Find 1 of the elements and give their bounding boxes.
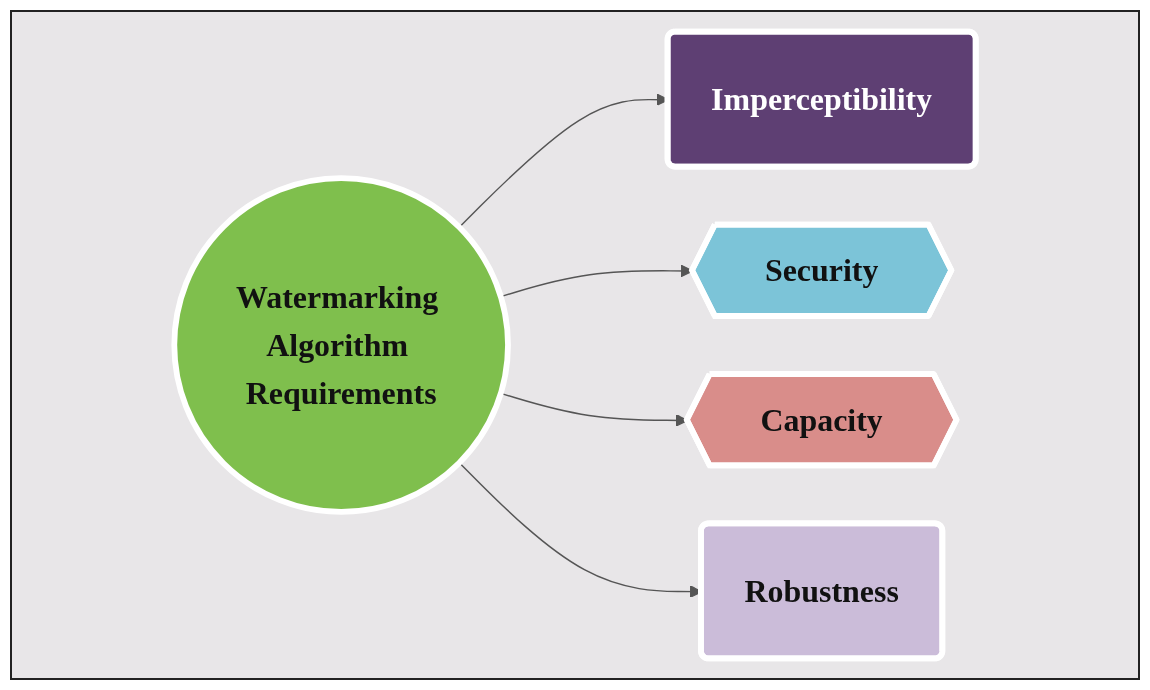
node-circle: Watermarking Algorithm Requirements	[171, 175, 511, 515]
